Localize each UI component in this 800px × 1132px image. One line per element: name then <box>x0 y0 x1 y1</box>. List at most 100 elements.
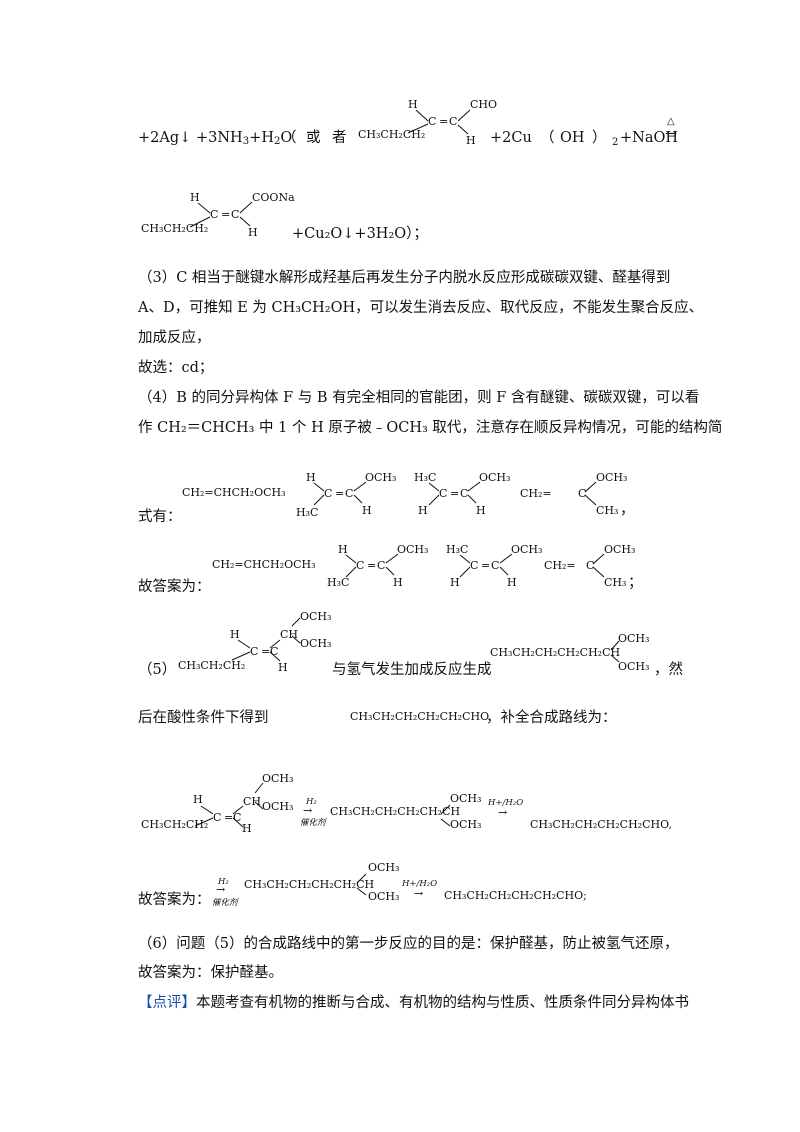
r-och3-top: OCH₃ <box>262 772 294 785</box>
iso4-c: C <box>578 487 587 500</box>
comment-tag: 【点评】 <box>138 995 196 1011</box>
f2-coona: COONa <box>252 191 295 204</box>
eq-cu2o: +Cu₂O↓+3H₂O）； <box>292 226 428 242</box>
iso2-eq: = <box>335 487 345 500</box>
a5-arrow-2: → <box>414 887 424 900</box>
f1-h-bottom: H <box>466 134 476 147</box>
ans4-b-h3c: H₃C <box>327 576 350 589</box>
a5-och3-top: OCH₃ <box>368 861 400 874</box>
para4-answer: 故答案为： <box>138 579 211 595</box>
a5-och3-bottom: OCH₃ <box>368 890 400 903</box>
eq-paren-3: ） <box>592 130 607 146</box>
ans4-b-eq: = <box>367 559 377 572</box>
iso2-och3: OCH₃ <box>365 471 397 484</box>
ans4-b-h: H <box>338 543 348 556</box>
iso2-c2: C <box>345 487 354 500</box>
iso3-h-left: H <box>418 504 428 517</box>
eq-ammonia-text: +3NH <box>196 130 243 146</box>
para6-line1: （6）问题（5）的合成路线中的第一步反应的目的是：保护醛基，防止被氢气还原， <box>138 936 679 952</box>
ans4-c-eq: = <box>481 559 491 572</box>
para6-line2: 故答案为：保护醛基。 <box>138 965 283 981</box>
r-catalyst: 催化剂 <box>300 818 326 828</box>
r-acetal: CH₃CH₂CH₂CH₂CH₂CH <box>330 805 461 818</box>
r-h2: H₂ <box>306 797 317 807</box>
r-h-top: H <box>193 793 203 806</box>
heat-delta: △ <box>667 116 675 127</box>
a5-acetal: CH₃CH₂CH₂CH₂CH₂CH <box>244 878 375 891</box>
reaction-arrow: → <box>665 126 678 142</box>
eq-paren-2: （ <box>540 130 555 146</box>
para3-line3: 加成反应， <box>138 330 211 346</box>
r-acid: H+/H₂O <box>488 798 524 808</box>
eq-ammonia-sub: 3 <box>242 136 250 147</box>
ans4-b-h-bottom: H <box>393 576 403 589</box>
p5-c2: C <box>270 645 279 658</box>
p5-och3-bottom: OCH₃ <box>300 637 332 650</box>
r-arrow-2: → <box>498 806 508 819</box>
r-propyl: CH₃CH₂CH₂ <box>141 818 209 831</box>
a5-acid: H+/H₂O <box>402 879 438 889</box>
p5-och3-top: OCH₃ <box>300 610 332 623</box>
para3-line1: （3）C 相当于醚键水解形成羟基后再发生分子内脱水反应形成碳碳双键、醛基得到 <box>138 270 671 286</box>
eq-sub-2: 2 <box>612 137 619 148</box>
ans4-c-h-left: H <box>450 576 460 589</box>
a5-aldehyde: CH₃CH₂CH₂CH₂CH₂CHO; <box>444 889 587 902</box>
f2-h-top: H <box>190 191 200 204</box>
r-h-bottom: H <box>242 822 252 835</box>
eq-ammonia: +3NH3+H2O <box>196 128 292 148</box>
ans4-c-c1: C <box>470 559 479 572</box>
a5-h2: H₂ <box>218 877 229 887</box>
r-aldehyde: CH₃CH₂CH₂CH₂CH₂CHO, <box>530 818 672 831</box>
f2-eq: = <box>221 208 231 221</box>
iso4-och3: OCH₃ <box>596 471 628 484</box>
ans4-c-c2: C <box>491 559 500 572</box>
para5-lead: （5） <box>138 662 177 678</box>
p5-acetal-och3-bottom: OCH₃ <box>618 660 650 673</box>
para5-line2b: ，补全合成路线为： <box>486 710 617 726</box>
iso3-h3c: H₃C <box>414 471 437 484</box>
p5-propyl: CH₃CH₂CH₂ <box>178 659 246 672</box>
f2-c2: C <box>231 208 240 221</box>
iso3-c2: C <box>460 487 469 500</box>
r-acetal-och3-bottom: OCH₃ <box>450 818 482 831</box>
para4-semicolon: ； <box>628 575 643 591</box>
iso3-c1: C <box>439 487 448 500</box>
para4-line3: 式有： <box>138 509 182 525</box>
p5-h-bottom: H <box>278 661 288 674</box>
eq-water-text: +H <box>249 130 274 146</box>
r-c2: C <box>233 811 242 824</box>
ans4-d-c: C <box>586 559 595 572</box>
f1-c2: C <box>449 115 458 128</box>
eq-silver: +2Ag↓ <box>138 130 192 146</box>
iso3-h-bottom: H <box>476 504 486 517</box>
iso2-h3c: H₃C <box>296 506 319 519</box>
eq-oh: OH <box>560 130 585 146</box>
para5-line2a: 后在酸性条件下得到 <box>138 710 269 726</box>
r-eq: = <box>224 811 234 824</box>
ans4-c-h-bottom: H <box>507 576 517 589</box>
para3-line4: 故选：cd； <box>138 360 214 376</box>
iso2-h: H <box>306 471 316 484</box>
r-och3-bottom: OCH₃ <box>262 800 294 813</box>
iso4-ch2: CH₂= <box>520 487 552 500</box>
iso1-allyl: CH₂=CHCH₂OCH₃ <box>182 486 286 499</box>
f1-cho: CHO <box>470 98 498 111</box>
para3-line2: A、D，可推知 E 为 CH₃CH₂OH，可以发生消去反应、取代反应，不能发生聚… <box>138 300 704 316</box>
ans4-d-ch3: CH₃ <box>604 576 627 589</box>
para4-comma: ， <box>620 502 635 518</box>
a5-catalyst: 催化剂 <box>212 898 238 908</box>
iso3-eq: = <box>450 487 460 500</box>
r-arrow-1: → <box>303 804 313 817</box>
ans4-b-c2: C <box>377 559 386 572</box>
p5-acetal-och3-top: OCH₃ <box>618 632 650 645</box>
iso2-h-bottom: H <box>362 504 372 517</box>
eq-or-2: 者 <box>332 130 347 146</box>
f1-propyl: CH₃CH₂CH₂ <box>358 128 426 141</box>
p5-eq: = <box>261 645 271 658</box>
f2-c1: C <box>210 208 219 221</box>
eq-water-o: O <box>280 130 293 146</box>
p5-acetal: CH₃CH₂CH₂CH₂CH₂CH <box>490 646 621 659</box>
eq-naoh: +NaOH <box>620 130 679 146</box>
r-ch: CH <box>243 795 262 808</box>
